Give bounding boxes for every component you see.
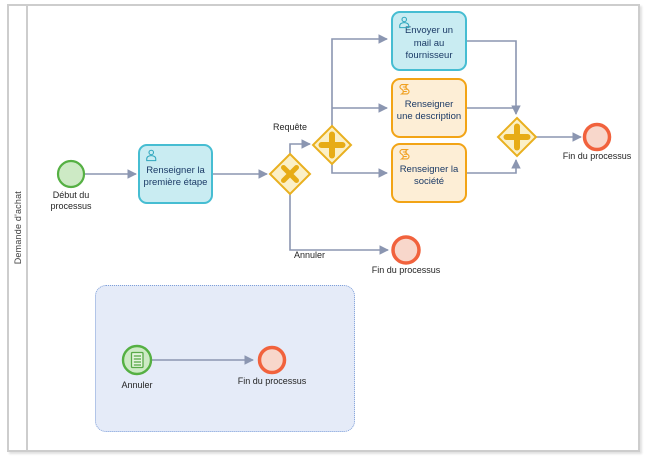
start-event[interactable] (56, 159, 86, 189)
start-event-label: Début du processus (50, 190, 92, 211)
sub-end-event-label: Fin du processus (237, 376, 307, 386)
pool-lane-header[interactable]: Demande d'achat (7, 4, 28, 452)
sub-start-event-conditional[interactable] (121, 344, 153, 376)
task-label: Renseigner une description (396, 98, 462, 123)
plus-symbol (503, 123, 531, 151)
task-label: Envoyer un mail au fournisseur (404, 25, 454, 62)
plus-symbol (318, 131, 346, 159)
user-icon (145, 149, 158, 167)
script-icon (398, 148, 411, 166)
document-icon (130, 351, 144, 369)
flow-annuler-label: Annuler (294, 250, 326, 260)
user-icon (398, 16, 411, 34)
flow-requete[interactable] (289, 139, 311, 154)
task-label: Renseigner la première étape (143, 164, 208, 189)
end-event-annuler-label: Fin du processus (371, 265, 441, 275)
end-event-annuler[interactable] (391, 235, 421, 265)
gateway-parallel-join[interactable] (496, 116, 538, 158)
flow-mail-to-join[interactable] (467, 40, 521, 115)
x-symbol (281, 165, 299, 183)
flow-annuler[interactable] (289, 194, 389, 255)
task-description[interactable]: Renseigner une description (391, 78, 467, 138)
gateway-exclusive[interactable] (268, 152, 312, 196)
end-event-principal[interactable] (582, 122, 612, 152)
end-event-principal-label: Fin du processus (562, 151, 632, 161)
script-icon (398, 83, 411, 101)
sub-start-event-label: Annuler (121, 380, 153, 390)
sub-end-event[interactable] (257, 345, 287, 375)
flow-societe-to-join[interactable] (467, 159, 521, 174)
task-envoyer-mail[interactable]: Envoyer un mail au fournisseur (391, 11, 467, 71)
flow-split-to-societe[interactable] (331, 164, 388, 178)
gateway-parallel-split[interactable] (311, 124, 353, 166)
flow-requete-label: Requête (272, 122, 308, 132)
task-societe[interactable]: Renseigner la société (391, 143, 467, 203)
task-premiere-etape[interactable]: Renseigner la première étape (138, 144, 213, 204)
flow-split-to-mail[interactable] (331, 34, 388, 126)
task-label: Renseigner la société (399, 163, 459, 188)
